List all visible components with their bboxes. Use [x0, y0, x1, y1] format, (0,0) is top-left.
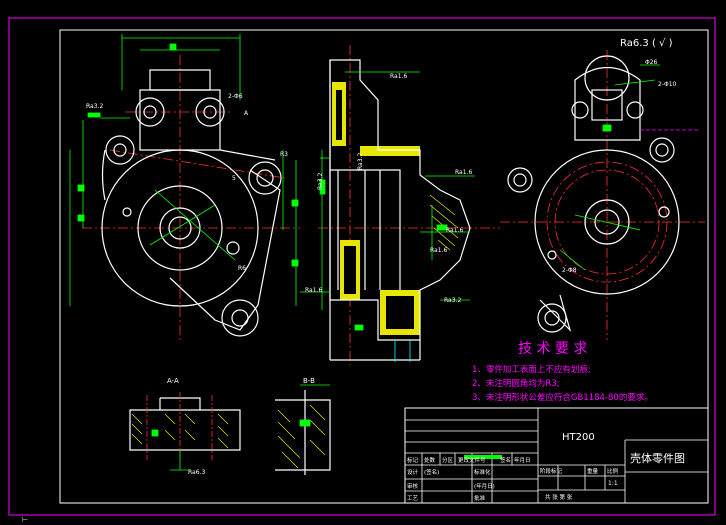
tech-requirements: 技 术 要 求 1、零件加工表面上不应有划痕; 2、未注明圆角均为R3; 3、未… [472, 341, 653, 403]
stage-header-scale: 比例 [607, 467, 619, 475]
rev-header-date: 年月日 [514, 456, 531, 464]
cut-label-a: A [244, 110, 249, 117]
role-review: 审核 [407, 482, 419, 490]
tech-req-item-2: 2、未注明圆角均为R3; [472, 378, 560, 389]
rear-view: Φ26 2-Φ10 2-Φ8 Ra6.3 ( √ ) [500, 38, 705, 340]
rev-header-count: 处数 [424, 456, 436, 464]
sheet-count: 共 张 第 张 [545, 493, 573, 501]
role-process: 工艺 [407, 495, 419, 502]
side-section-view: Ra1.6 Ra1.6 Ra1.6 Ra1.6 Ra3.2 Ra1.6 Ra3.… [300, 45, 500, 365]
rev-header-zone: 分区 [442, 456, 454, 464]
sheet-inner-frame [59, 29, 709, 504]
stage-header-stage: 阶段标记 [540, 467, 563, 475]
tech-req-item-1: 1、零件加工表面上不应有划痕; [472, 364, 591, 375]
roughness-label-side-4: Ra1.6 [305, 287, 322, 294]
roughness-label-side-2: Ra1.6 [455, 169, 472, 176]
dim-label-r6: R6 [238, 265, 246, 272]
ucs-marker: ⊢ [22, 516, 28, 524]
tech-req-item-3: 3、未注明形状公差应符合GB1184-80的要求。 [472, 392, 653, 403]
dim-label-2phi10: 2-Φ10 [658, 81, 677, 88]
section-bb-view: B-B [275, 377, 331, 475]
section-aa-view: A-A Ra6.3 [129, 377, 241, 476]
roughness-label-left-top: Ra3.2 [86, 103, 103, 110]
rev-header-mark: 标记 [407, 456, 419, 464]
roughness-label-aa-bottom: Ra6.3 [188, 469, 205, 476]
title-block: HT200 壳体零件图 1:1 标记 处数 分区 更改文件号 签名 年月日 设计… [404, 407, 709, 504]
scale-value: 1:1 [608, 480, 618, 487]
rev-header-doc: 更改文件号 [458, 456, 486, 464]
sheet-outer-border [8, 17, 716, 516]
section-bb-label: B-B [303, 377, 315, 385]
dim-label-5: 5 [232, 175, 236, 182]
extra-label-signature: (签名) [424, 468, 439, 476]
std-label-approval: 批准 [474, 494, 486, 502]
role-design: 设计 [407, 468, 419, 476]
dim-label-r3: R3 [280, 151, 288, 158]
section-aa-label: A-A [167, 377, 179, 385]
dim-label-2phi6: 2-Φ6 [228, 93, 243, 100]
rev-header-sign: 签名 [500, 456, 511, 464]
dim-label-2phi8: 2-Φ8 [562, 267, 577, 274]
roughness-label-side-1: Ra1.6 [390, 73, 407, 80]
std-label-standardization: 标准化 [474, 468, 491, 476]
extra-label-date: (年月日) [474, 482, 495, 490]
global-roughness-mark: Ra6.3 ( √ ) [620, 38, 673, 49]
tech-req-title: 技 术 要 求 [518, 341, 587, 357]
roughness-label-vert-1: Ra3.2 [317, 173, 324, 190]
material-label: HT200 [562, 432, 595, 443]
roughness-label-side-5: Ra3.2 [444, 297, 461, 304]
stage-header-weight: 重量 [587, 467, 599, 475]
roughness-label-vert-2: Ra3.2 [357, 153, 364, 170]
roughness-label-side-6: Ra1.6 [430, 247, 447, 254]
front-view: Ra3.2 2-Φ6 R3 R6 5 A [69, 34, 300, 340]
dim-label-phi26: Φ26 [645, 59, 658, 66]
part-name-label: 壳体零件图 [630, 451, 685, 465]
roughness-label-side-3: Ra1.6 [446, 227, 463, 234]
